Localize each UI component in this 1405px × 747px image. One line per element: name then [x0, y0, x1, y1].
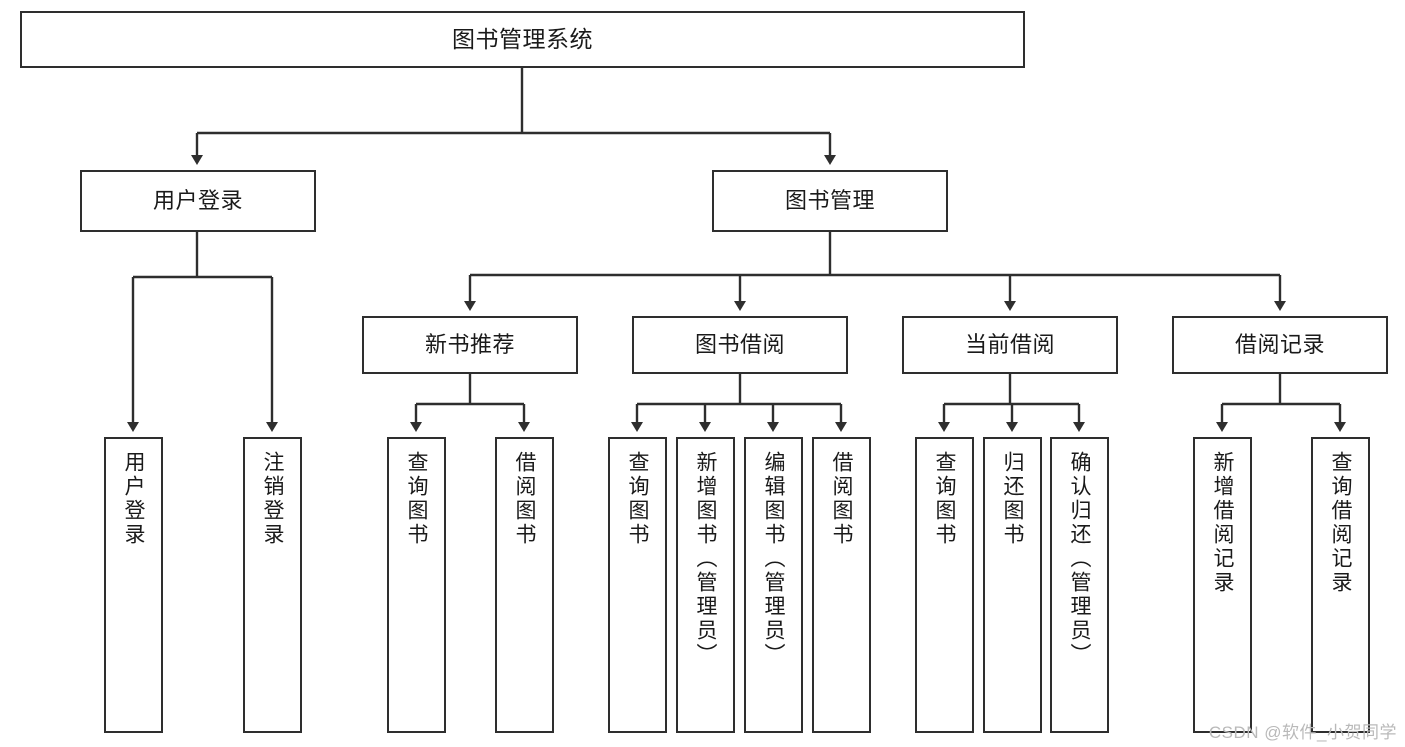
leaf-book-borrow-add-book-admin[interactable]: 新增图书（管理员）	[676, 437, 735, 733]
node-borrow-records[interactable]: 借阅记录	[1172, 316, 1388, 374]
node-root-book-management-system[interactable]: 图书管理系统	[20, 11, 1025, 68]
leaf-current-borrow-confirm-return-admin[interactable]: 确认归还（管理员）	[1050, 437, 1109, 733]
node-label: 当前借阅	[964, 332, 1055, 358]
node-label: 借阅图书	[830, 451, 853, 547]
node-label: 新增图书（管理员）	[694, 451, 717, 667]
leaf-new-book-borrow-book[interactable]: 借阅图书	[495, 437, 554, 733]
node-label: 新书推荐	[424, 332, 515, 358]
leaf-book-borrow-edit-book-admin[interactable]: 编辑图书（管理员）	[744, 437, 803, 733]
node-label: 编辑图书（管理员）	[762, 451, 785, 667]
node-label: 借阅记录	[1234, 332, 1325, 358]
leaf-borrow-records-query-record[interactable]: 查询借阅记录	[1311, 437, 1370, 733]
node-label: 确认归还（管理员）	[1068, 451, 1091, 667]
node-label: 用户登录	[122, 451, 145, 547]
node-user-login[interactable]: 用户登录	[80, 170, 316, 232]
node-new-book-recommend[interactable]: 新书推荐	[362, 316, 578, 374]
node-current-borrow[interactable]: 当前借阅	[902, 316, 1118, 374]
node-label: 新增借阅记录	[1211, 451, 1234, 595]
leaf-borrow-records-add-record[interactable]: 新增借阅记录	[1193, 437, 1252, 733]
node-label: 归还图书	[1001, 451, 1024, 547]
leaf-user-login-logout[interactable]: 注销登录	[243, 437, 302, 733]
node-label: 注销登录	[261, 451, 284, 547]
node-label: 用户登录	[152, 188, 243, 214]
leaf-book-borrow-borrow-book[interactable]: 借阅图书	[812, 437, 871, 733]
leaf-current-borrow-return-book[interactable]: 归还图书	[983, 437, 1042, 733]
leaf-new-book-query-book[interactable]: 查询图书	[387, 437, 446, 733]
node-label: 图书借阅	[694, 332, 785, 358]
leaf-book-borrow-query-book[interactable]: 查询图书	[608, 437, 667, 733]
node-label: 借阅图书	[513, 451, 536, 547]
node-book-borrow[interactable]: 图书借阅	[632, 316, 848, 374]
leaf-user-login-login[interactable]: 用户登录	[104, 437, 163, 733]
node-label: 图书管理系统	[452, 25, 593, 52]
node-book-management[interactable]: 图书管理	[712, 170, 948, 232]
node-label: 图书管理	[784, 188, 875, 214]
node-label: 查询图书	[405, 451, 428, 547]
csdn-watermark: CSDN @软件_小贺同学	[1208, 723, 1397, 742]
node-label: 查询借阅记录	[1329, 451, 1352, 595]
node-label: 查询图书	[933, 451, 956, 547]
leaf-current-borrow-query-book[interactable]: 查询图书	[915, 437, 974, 733]
node-label: 查询图书	[626, 451, 649, 547]
